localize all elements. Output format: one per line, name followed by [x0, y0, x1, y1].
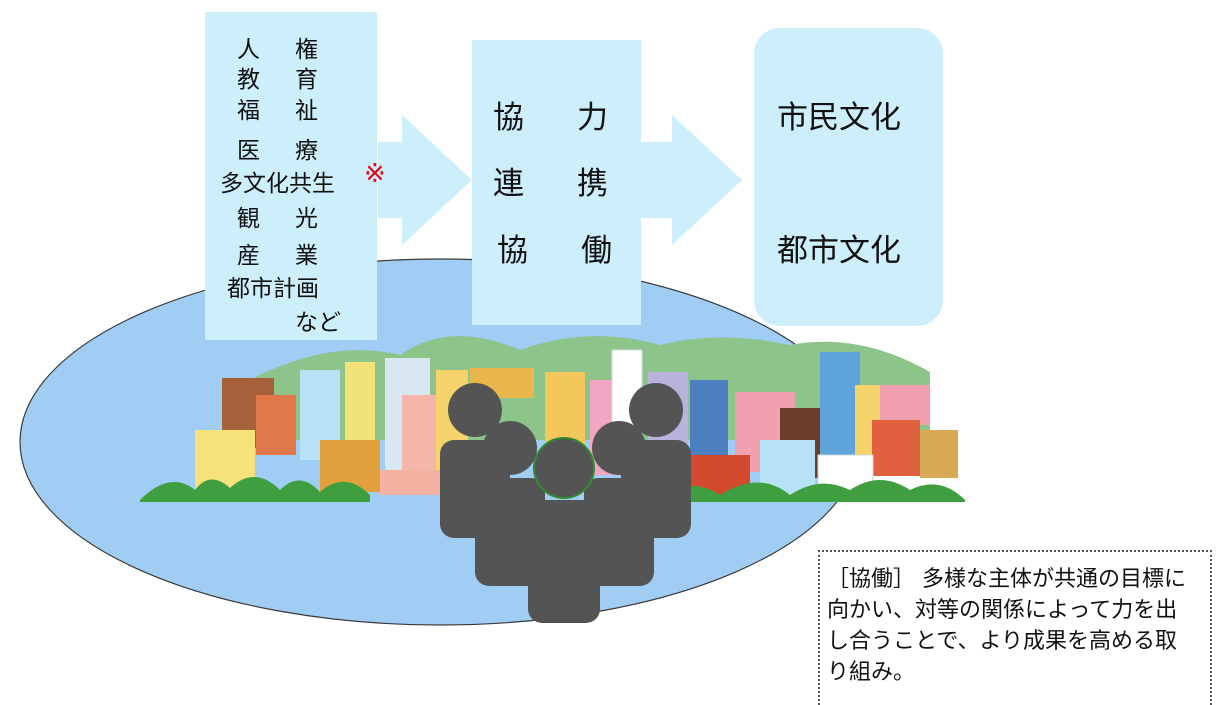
field-multicultural: 多文化共生 — [220, 171, 335, 197]
field-char: 育 — [295, 67, 318, 93]
coop-char: 協 — [497, 233, 528, 269]
field-char: 業 — [295, 243, 318, 269]
asterisk-mark: ※ — [364, 159, 386, 189]
field-char: 祉 — [295, 98, 318, 124]
field-char: 観 — [237, 206, 260, 232]
field-char: 光 — [295, 206, 318, 232]
arrow-right-icon — [378, 115, 472, 245]
definition-text: ［協働］ 多様な主体が共通の目標に向かい、対等の関係によって力を出し合うことで、… — [827, 567, 1186, 685]
coop-char: 力 — [577, 100, 608, 136]
coop-char: 働 — [581, 233, 612, 269]
fields-box: 人 権 教 育 福 祉 医 療 多文化共生 観 光 産 業 都市計画 など — [205, 12, 377, 340]
coop-char: 携 — [577, 166, 608, 202]
field-char: 療 — [295, 138, 318, 164]
culture-box: 市民文化 都市文化 — [754, 28, 943, 326]
field-char: 教 — [237, 67, 260, 93]
city-skyline-illustration — [140, 336, 965, 502]
field-char: など — [295, 310, 341, 336]
coop-char: 連 — [493, 166, 524, 202]
civic-culture-label: 市民文化 — [777, 100, 901, 136]
definition-note: ［協働］ 多様な主体が共通の目標に向かい、対等の関係によって力を出し合うことで、… — [818, 550, 1212, 705]
coop-char: 協 — [493, 100, 524, 136]
field-char: 産 — [237, 243, 260, 269]
field-char: 人 — [237, 37, 260, 63]
arrow-right-icon — [641, 115, 742, 245]
field-char: 福 — [237, 98, 260, 124]
urban-culture-label: 都市文化 — [777, 233, 901, 269]
people-group-icon — [440, 383, 691, 623]
field-char: 医 — [237, 138, 260, 164]
cooperation-box: 協 力 連 携 協 働 — [472, 40, 641, 325]
field-urban-planning: 都市計画 — [227, 276, 319, 302]
field-char: 権 — [295, 37, 318, 63]
